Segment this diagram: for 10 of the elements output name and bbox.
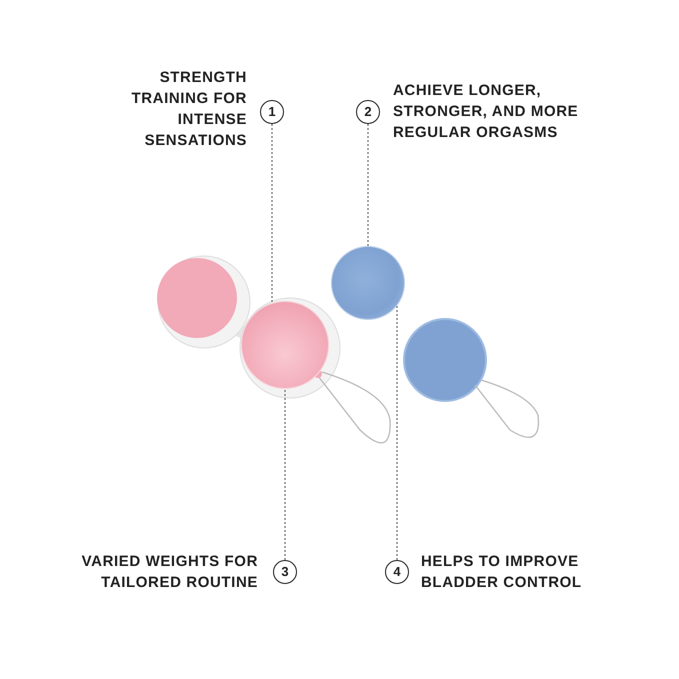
feature-text: ACHIEVE LONGER, STRONGER, AND MORE REGULAR ORGASMS [393, 81, 580, 143]
feature-text: STRENGTH TRAINING FOR INTENSE SENSATIONS [130, 68, 247, 151]
leader-line [284, 388, 286, 560]
feature-text: HELPS TO IMPROVE BLADDER CONTROL [421, 552, 583, 593]
callout-number: 3 [273, 560, 297, 584]
feature-text: VARIED WEIGHTS FOR TAILORED ROUTINE [80, 552, 258, 593]
callout-number: 1 [260, 100, 284, 124]
callout-number: 2 [356, 100, 380, 124]
leader-line [396, 305, 398, 560]
callout-number: 4 [385, 560, 409, 584]
